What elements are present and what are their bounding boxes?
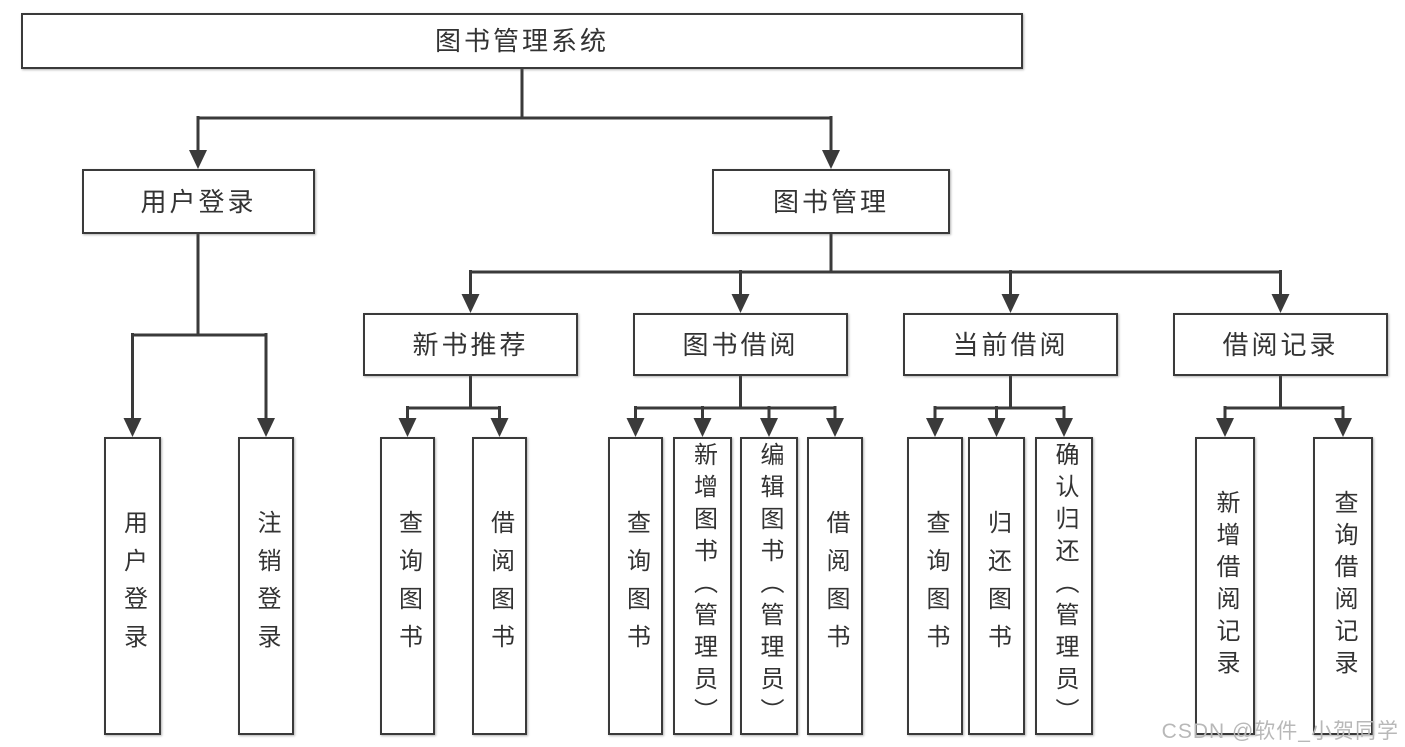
leaf-borrow-book-label: 借阅图书 bbox=[822, 510, 849, 662]
arrowhead bbox=[826, 418, 844, 437]
leaf-borrow-book-recommend-label: 借阅图书 bbox=[486, 510, 514, 662]
node-book-borrowing-label: 图书借阅 bbox=[682, 329, 799, 360]
node-borrowing-records-label: 借阅记录 bbox=[1222, 329, 1339, 360]
leaf-confirm-return-admin-label: 确认归还（管理员） bbox=[1051, 442, 1078, 730]
leaf-add-book-admin: 新增图书（管理员） bbox=[673, 437, 732, 735]
leaf-borrow-book-recommend: 借阅图书 bbox=[472, 437, 527, 735]
leaf-logout: 注销登录 bbox=[238, 437, 294, 735]
node-new-book-recommend-label: 新书推荐 bbox=[412, 329, 529, 360]
leaf-query-borrow-record: 查询借阅记录 bbox=[1313, 437, 1373, 735]
arrowhead bbox=[461, 294, 480, 313]
leaf-return-book-label: 归还图书 bbox=[983, 510, 1011, 662]
arrowhead bbox=[189, 150, 207, 169]
leaf-query-book-recommend-label: 查询图书 bbox=[394, 510, 422, 662]
arrowhead bbox=[490, 418, 509, 437]
arrowhead bbox=[1055, 418, 1073, 437]
arrowhead bbox=[1216, 418, 1234, 437]
arrowhead bbox=[1001, 294, 1020, 313]
leaf-query-book-recommend: 查询图书 bbox=[380, 437, 435, 735]
node-borrowing-records: 借阅记录 bbox=[1173, 313, 1388, 376]
arrowhead bbox=[257, 418, 275, 437]
node-current-borrowing: 当前借阅 bbox=[903, 313, 1118, 376]
leaf-add-borrow-record: 新增借阅记录 bbox=[1195, 437, 1255, 735]
leaf-user-login-label: 用户登录 bbox=[119, 510, 147, 662]
arrowhead bbox=[926, 418, 944, 437]
leaf-query-book-current: 查询图书 bbox=[907, 437, 963, 735]
leaf-logout-label: 注销登录 bbox=[253, 510, 280, 662]
leaf-return-book: 归还图书 bbox=[968, 437, 1025, 735]
leaf-query-book-borrow: 查询图书 bbox=[608, 437, 663, 735]
arrowhead bbox=[626, 418, 645, 437]
arrowhead bbox=[760, 418, 778, 437]
arrowhead bbox=[1271, 294, 1290, 313]
node-new-book-recommend: 新书推荐 bbox=[363, 313, 578, 376]
arrowhead bbox=[398, 418, 417, 437]
leaf-query-book-current-label: 查询图书 bbox=[922, 510, 949, 662]
leaf-add-borrow-record-label: 新增借阅记录 bbox=[1212, 490, 1239, 682]
leaf-edit-book-admin-label: 编辑图书（管理员） bbox=[756, 442, 783, 730]
leaf-user-login: 用户登录 bbox=[104, 437, 161, 735]
node-user-login-label: 用户登录 bbox=[140, 186, 257, 217]
leaf-query-borrow-record-label: 查询借阅记录 bbox=[1330, 490, 1357, 682]
arrowhead bbox=[822, 150, 840, 169]
arrowhead bbox=[731, 294, 750, 313]
watermark: CSDN @软件_小贺同学 bbox=[1161, 720, 1399, 743]
arrowhead bbox=[123, 418, 142, 437]
arrowhead bbox=[1334, 418, 1352, 437]
node-root-label: 图书管理系统 bbox=[434, 26, 609, 56]
node-current-borrowing-label: 当前借阅 bbox=[952, 329, 1069, 360]
leaf-edit-book-admin: 编辑图书（管理员） bbox=[740, 437, 798, 735]
leaf-borrow-book: 借阅图书 bbox=[807, 437, 863, 735]
leaf-confirm-return-admin: 确认归还（管理员） bbox=[1035, 437, 1093, 735]
node-user-login: 用户登录 bbox=[82, 169, 315, 234]
leaf-query-book-borrow-label: 查询图书 bbox=[622, 510, 650, 662]
node-book-management-label: 图书管理 bbox=[772, 186, 889, 217]
arrowhead bbox=[987, 418, 1006, 437]
node-book-borrowing: 图书借阅 bbox=[633, 313, 848, 376]
leaf-add-book-admin-label: 新增图书（管理员） bbox=[689, 442, 717, 730]
arrowhead bbox=[693, 418, 712, 437]
node-book-management: 图书管理 bbox=[712, 169, 950, 234]
node-root: 图书管理系统 bbox=[21, 13, 1023, 69]
